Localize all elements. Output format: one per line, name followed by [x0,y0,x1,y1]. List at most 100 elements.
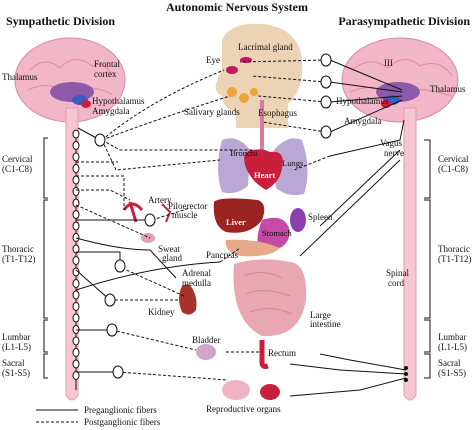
right-lumbar: Lumbar [438,332,467,342]
pancreas [225,239,280,257]
right-chain-dots [404,366,408,382]
heart-label: Heart [254,170,275,180]
parasympathetic-heading: Parasympathetic Division [338,14,470,28]
rectum [259,340,269,369]
left-thoracic: Thoracic [2,244,34,254]
salivary-label: Salivary glands [184,107,240,117]
artery [122,201,144,223]
kidney-label: Kidney [148,307,175,317]
left-hypothalamus-label: Hypothalamus [92,96,145,106]
chain-ganglion [72,279,80,288]
left-brackets [43,137,48,379]
left-amygdala-label: Amygdala [92,106,130,116]
lungs [218,138,308,196]
adrenal-label-1: Adrenal [182,268,211,278]
right-thoracic-range: (T1-T12) [438,254,472,264]
left-sacral-range: (S1-S5) [2,368,30,378]
chain-ganglion [72,302,80,311]
pancreas-label: Pancreas [206,250,238,260]
diagram-title: Autonomic Nervous System [166,0,308,14]
right-sacral-range: (S1-S5) [438,368,466,378]
parasympathetic-fibers [226,59,407,397]
intestines [233,259,307,337]
salivary-glands [227,87,258,103]
stomach-label: Stomach [262,228,292,238]
chain-ganglion [72,210,80,219]
chain-ganglion [72,164,80,173]
chain-ganglion [72,175,80,185]
sympathetic-fibers [75,69,255,381]
right-lumbar-range: (L1-L5) [438,342,467,352]
chain-ganglion [72,198,80,208]
chain-ganglion [72,129,80,139]
artery-label: Artery [148,195,172,205]
eye [226,66,238,74]
left-cervical-range: (C1-C8) [2,164,32,174]
large-intestine-label-1: Large [310,310,331,320]
left-cervical: Cervical [2,154,33,164]
sympathetic-ganglia [94,133,156,379]
chain-ganglion [72,313,80,323]
left-thoracic-range: (T1-T12) [2,254,36,264]
right-amygdala-label: Amygdala [344,116,382,126]
liver-label: Liver [226,217,246,227]
right-hypothalamus-label: Hypothalamus [336,96,389,106]
chain-ganglion [72,256,80,265]
adrenal-label-2: medulla [182,278,211,288]
liver [213,198,265,233]
legend: Preganglionic fibers Postganglionic fibe… [36,405,161,427]
legend-post-label: Postganglionic fibers [84,417,161,427]
piloerector-label-2: muscle [172,210,198,220]
chain-ganglion [72,359,80,369]
left-lumbar-range: (L1-L5) [2,342,31,352]
reproductive-label: Reproductive organs [206,404,281,414]
bladder-label: Bladder [192,335,221,345]
right-brackets [424,139,431,379]
right-cervical: Cervical [438,154,469,164]
sweat-gland [141,233,155,243]
spleen [290,208,306,232]
eye-label: Eye [206,55,220,65]
chain-ganglion [72,152,80,162]
kidney [179,284,197,315]
vagus-label-1: Vagus [380,138,402,148]
right-thoracic: Thoracic [438,244,470,254]
right-spinal-cord [403,107,417,401]
right-thalamus-label: Thalamus [430,84,466,94]
cranial-nerve-iii: III [384,58,393,68]
sweat-label-2: gland [162,253,182,263]
left-sacral: Sacral [2,358,25,368]
spinal-label-2: cord [388,278,404,288]
right-sacral: Sacral [438,358,461,368]
bladder [196,344,216,360]
piloerector-muscle [161,203,172,223]
lacrimal-label: Lacrimal gland [238,42,293,52]
chain-ganglion [72,336,80,346]
right-brain [341,37,459,123]
left-brain [14,37,126,123]
spinal-label-1: Spinal [386,268,410,278]
chain-ganglion [72,187,80,196]
reproductive-organs [222,380,280,400]
rectum-label: Rectum [268,348,296,358]
chain-ganglion [72,348,80,357]
left-lumbar: Lumbar [2,332,31,342]
spleen-label: Spleen [308,212,333,222]
parasympathetic-ganglia [320,53,332,139]
stomach [257,217,290,251]
sympathetic-heading: Sympathetic Division [6,14,115,28]
chain-ganglion [72,290,80,300]
esophagus-label: Esophagus [258,108,297,118]
chain-ganglion [72,233,80,242]
sweat-label-1: Sweat [158,244,180,254]
frontal-cortex-label-1: Frontal [94,59,120,69]
frontal-cortex-label-2: cortex [94,69,117,79]
head-silhouette [215,23,303,128]
lungs-label: Lungs [282,158,303,168]
large-intestine-label-2: intestine [310,319,341,329]
legend-pre-label: Preganglionic fibers [84,405,157,415]
bronchi-label: Bronchi [230,148,258,158]
heart [244,149,283,190]
